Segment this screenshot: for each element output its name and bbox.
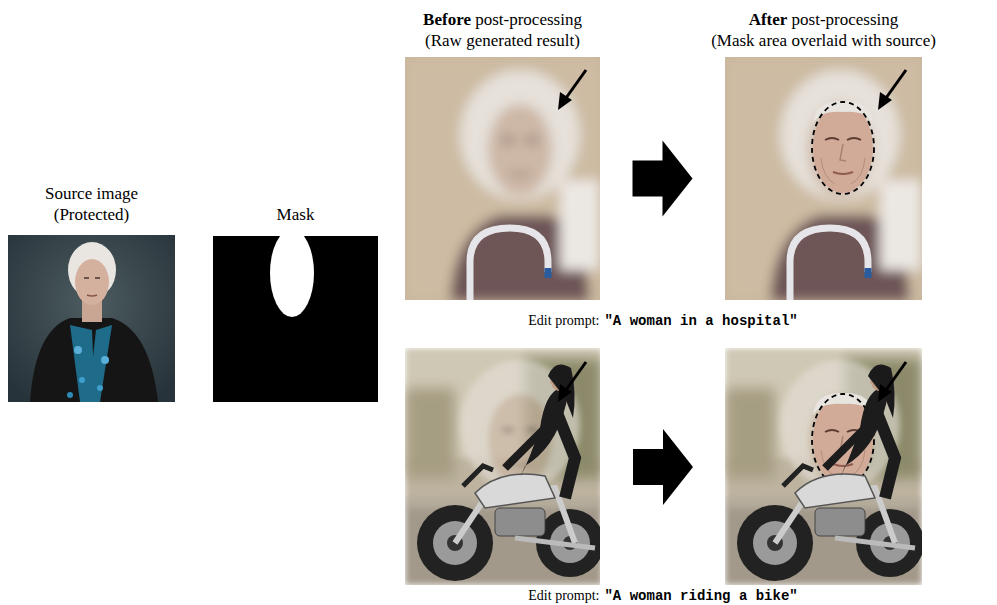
heading-text: Mask	[277, 204, 315, 225]
prompt-row: Edit prompt: "A woman in a hospital"	[528, 313, 797, 329]
image-panel: Source image (Protected)	[8, 235, 175, 402]
generated-image	[405, 57, 600, 300]
source-photo	[8, 235, 175, 402]
heading-text: (Mask area overlaid with source)	[711, 30, 936, 51]
prompt-label: Edit prompt:	[528, 313, 599, 329]
image-panel: Before post-processing(Raw generated res…	[405, 57, 600, 300]
prompt-label: Edit prompt:	[528, 588, 599, 604]
post-processed-image	[725, 57, 922, 300]
block-arrow	[633, 429, 693, 505]
panel-heading: Source image (Protected)	[36, 183, 148, 225]
prompt-row: Edit prompt: "A woman riding a bike"	[528, 588, 797, 604]
panel-heading: Mask	[277, 204, 315, 225]
block-arrow	[633, 141, 693, 217]
panel-heading: Before post-processing(Raw generated res…	[423, 9, 582, 51]
heading-text: After post-processing	[711, 9, 936, 30]
image-panel: Mask	[213, 236, 378, 402]
prompt-text: "A woman in a hospital"	[604, 313, 797, 329]
heading-text: (Raw generated result)	[423, 30, 582, 51]
heading-text: Before post-processing	[423, 9, 582, 30]
panel-heading: After post-processing(Mask area overlaid…	[711, 9, 936, 51]
mask-image	[213, 229, 378, 402]
image-panel: After post-processing(Mask area overlaid…	[725, 57, 922, 300]
post-processed-image	[725, 348, 922, 585]
prompt-text: "A woman riding a bike"	[604, 588, 797, 604]
heading-text: Source image (Protected)	[36, 183, 148, 225]
generated-image	[405, 348, 600, 585]
pointer-arrow	[558, 70, 906, 402]
